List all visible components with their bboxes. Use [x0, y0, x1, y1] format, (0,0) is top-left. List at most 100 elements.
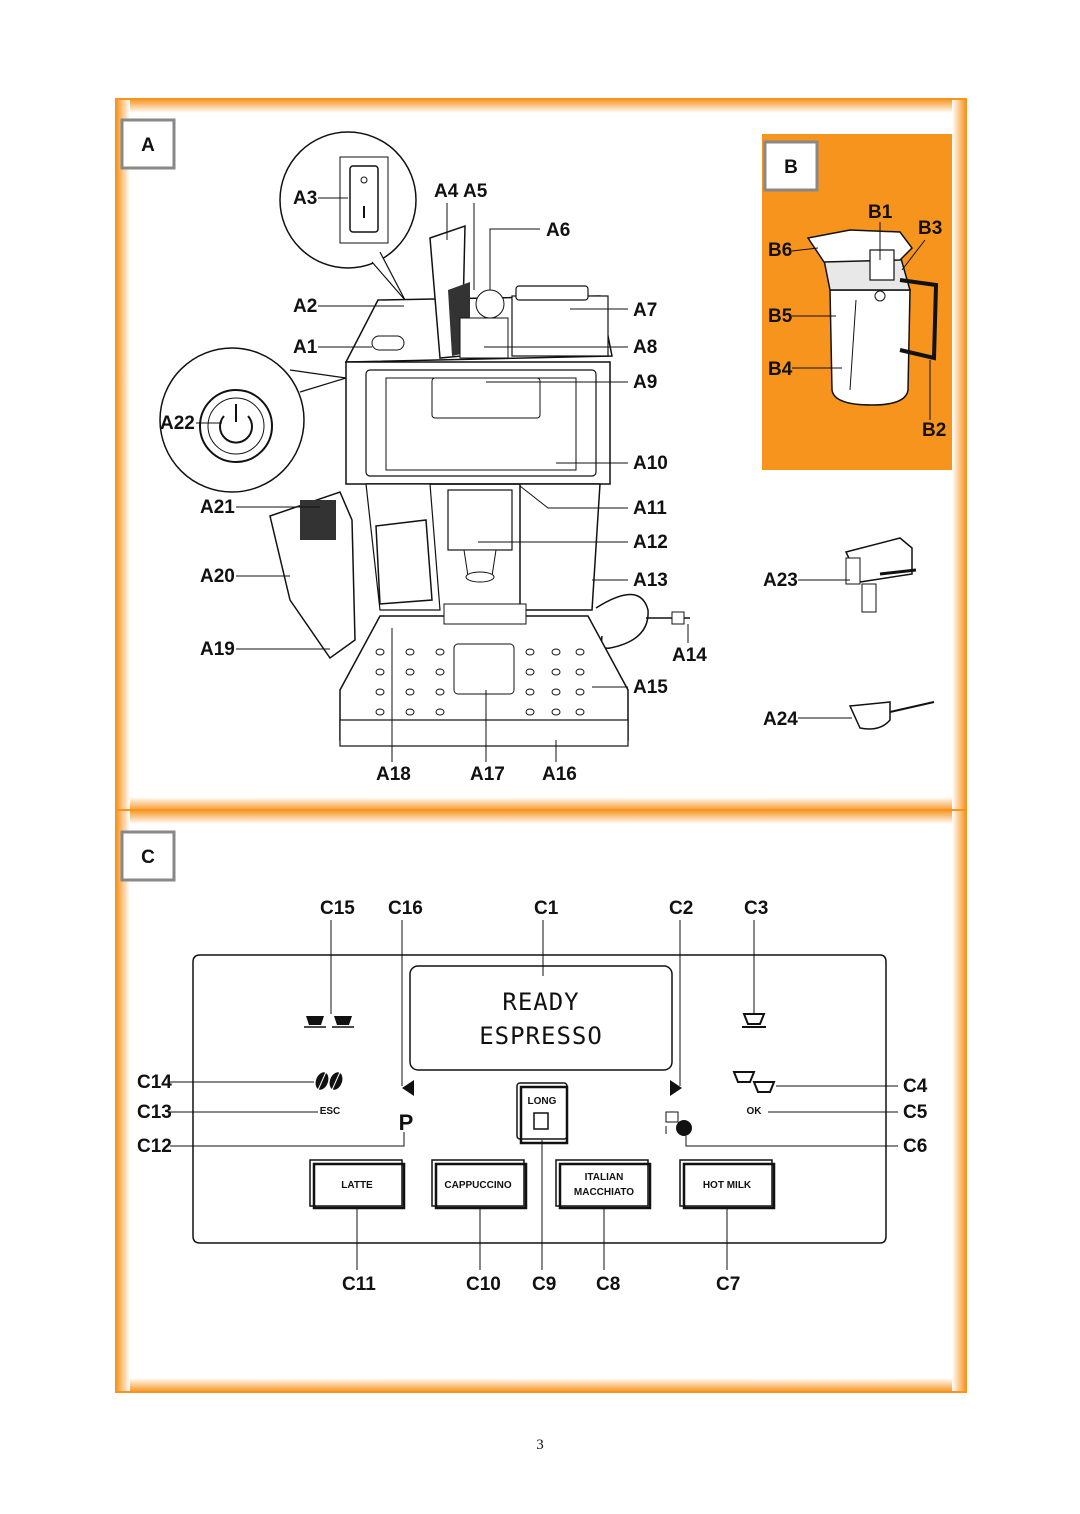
- long-button[interactable]: LONG: [516, 1082, 569, 1145]
- label-a15: A15: [633, 677, 668, 698]
- display-line-2: ESPRESSO: [479, 1022, 603, 1050]
- label-a14: A14: [672, 645, 707, 666]
- label-c3: C3: [744, 898, 768, 919]
- ok-label: OK: [747, 1106, 763, 1117]
- cup-icons-c15: [304, 1016, 354, 1028]
- hot-water-icon: [665, 1111, 679, 1134]
- drip-tray-hole: [575, 668, 585, 676]
- label-c11: C11: [342, 1274, 376, 1295]
- label-a6: A6: [546, 220, 570, 241]
- double-cup-icon-c4: [732, 1071, 776, 1093]
- label-a3: A3: [293, 188, 317, 209]
- drip-tray-hole: [405, 688, 415, 696]
- coffee-beans-icon: [315, 1071, 343, 1091]
- label-a1: A1: [293, 337, 318, 358]
- drip-tray-hole: [435, 668, 445, 676]
- hot-milk-button-label: HOT MILK: [703, 1180, 752, 1191]
- cappuccino-button[interactable]: CAPPUCCINO: [431, 1159, 528, 1210]
- label-c6: C6: [903, 1136, 927, 1157]
- drip-tray-hole: [405, 708, 415, 716]
- label-b5: B5: [768, 306, 793, 327]
- drip-tray-hole: [405, 648, 415, 656]
- label-c5: C5: [903, 1102, 928, 1123]
- label-c12: C12: [137, 1136, 172, 1157]
- label-c4: C4: [903, 1076, 928, 1097]
- drip-tray-hole: [435, 708, 445, 716]
- label-c15: C15: [320, 898, 355, 919]
- label-c10: C10: [466, 1274, 501, 1295]
- drip-tray-hole: [375, 688, 385, 696]
- label-a12: A12: [633, 532, 668, 553]
- macchiato-label: MACCHIATO: [574, 1187, 634, 1198]
- label-c9: C9: [532, 1274, 556, 1295]
- label-a11: A11: [633, 498, 667, 519]
- drip-tray-hole: [551, 668, 561, 676]
- section-a-box: A: [120, 118, 176, 170]
- label-a16: A16: [542, 764, 577, 785]
- label-a17: A17: [470, 764, 505, 785]
- drip-tray-hole: [525, 668, 535, 676]
- drip-tray-hole: [551, 648, 561, 656]
- drip-tray-hole: [375, 668, 385, 676]
- drip-tray-hole: [575, 708, 585, 716]
- display-line-1: READY: [502, 988, 579, 1016]
- label-a19: A19: [200, 639, 235, 660]
- drip-tray-hole: [525, 708, 535, 716]
- left-arrow-icon: [402, 1080, 414, 1096]
- esc-label: ESC: [320, 1106, 341, 1117]
- label-c7: C7: [716, 1274, 740, 1295]
- panel-b: B B1 B3 B6 B5 B4 B2: [762, 134, 952, 470]
- label-b2: B2: [922, 420, 946, 441]
- section-a-letter: A: [141, 135, 155, 156]
- drip-tray-hole: [575, 688, 585, 696]
- label-a9: A9: [633, 372, 657, 393]
- right-arrow-icon: [670, 1080, 682, 1096]
- label-a18: A18: [376, 764, 411, 785]
- drip-tray-hole: [525, 648, 535, 656]
- cup-icon-c3: [742, 1013, 766, 1028]
- drip-tray-hole: [435, 648, 445, 656]
- latte-button-label: LATTE: [341, 1180, 373, 1191]
- label-c13: C13: [137, 1102, 172, 1123]
- label-b6: B6: [768, 240, 792, 261]
- label-c16: C16: [388, 898, 423, 919]
- drip-tray-hole: [575, 648, 585, 656]
- italian-macchiato-button[interactable]: ITALIAN MACCHIATO: [555, 1159, 652, 1210]
- hot-milk-button[interactable]: HOT MILK: [679, 1159, 776, 1210]
- coffee-machine-drawing: A3 A4 A5 A6 A2 A1 A7 A8 A9 A22 A10 A21 A…: [159, 131, 935, 785]
- section-b-letter: B: [784, 157, 798, 178]
- drip-tray-hole: [375, 648, 385, 656]
- label-a8: A8: [633, 337, 657, 358]
- descale-icon: [676, 1120, 692, 1136]
- p-label: P: [399, 1110, 414, 1135]
- label-a7: A7: [633, 300, 657, 321]
- long-button-label: LONG: [528, 1096, 557, 1107]
- label-c14: C14: [137, 1072, 172, 1093]
- label-a4: A4: [434, 181, 459, 202]
- drip-tray-holes: [375, 648, 585, 716]
- label-a23: A23: [763, 570, 798, 591]
- latte-button[interactable]: LATTE: [309, 1159, 406, 1210]
- drip-tray-hole: [551, 688, 561, 696]
- label-a5: A5: [463, 181, 488, 202]
- label-b3: B3: [918, 218, 942, 239]
- label-a21: A21: [200, 497, 235, 518]
- label-a13: A13: [633, 570, 668, 591]
- section-c-box: C: [120, 830, 176, 882]
- page-number: 3: [536, 1437, 544, 1453]
- cappuccino-button-label: CAPPUCCINO: [444, 1180, 511, 1191]
- drip-tray-hole: [435, 688, 445, 696]
- label-c2: C2: [669, 898, 693, 919]
- label-a20: A20: [200, 566, 235, 587]
- label-c8: C8: [596, 1274, 620, 1295]
- label-b4: B4: [768, 359, 793, 380]
- drip-tray-hole: [375, 708, 385, 716]
- label-c1: C1: [534, 898, 559, 919]
- drip-tray-hole: [551, 708, 561, 716]
- drip-tray-hole: [405, 668, 415, 676]
- milk-jug-drawing: [806, 229, 939, 406]
- drip-tray-hole: [525, 688, 535, 696]
- label-a10: A10: [633, 453, 668, 474]
- label-b1: B1: [868, 202, 893, 223]
